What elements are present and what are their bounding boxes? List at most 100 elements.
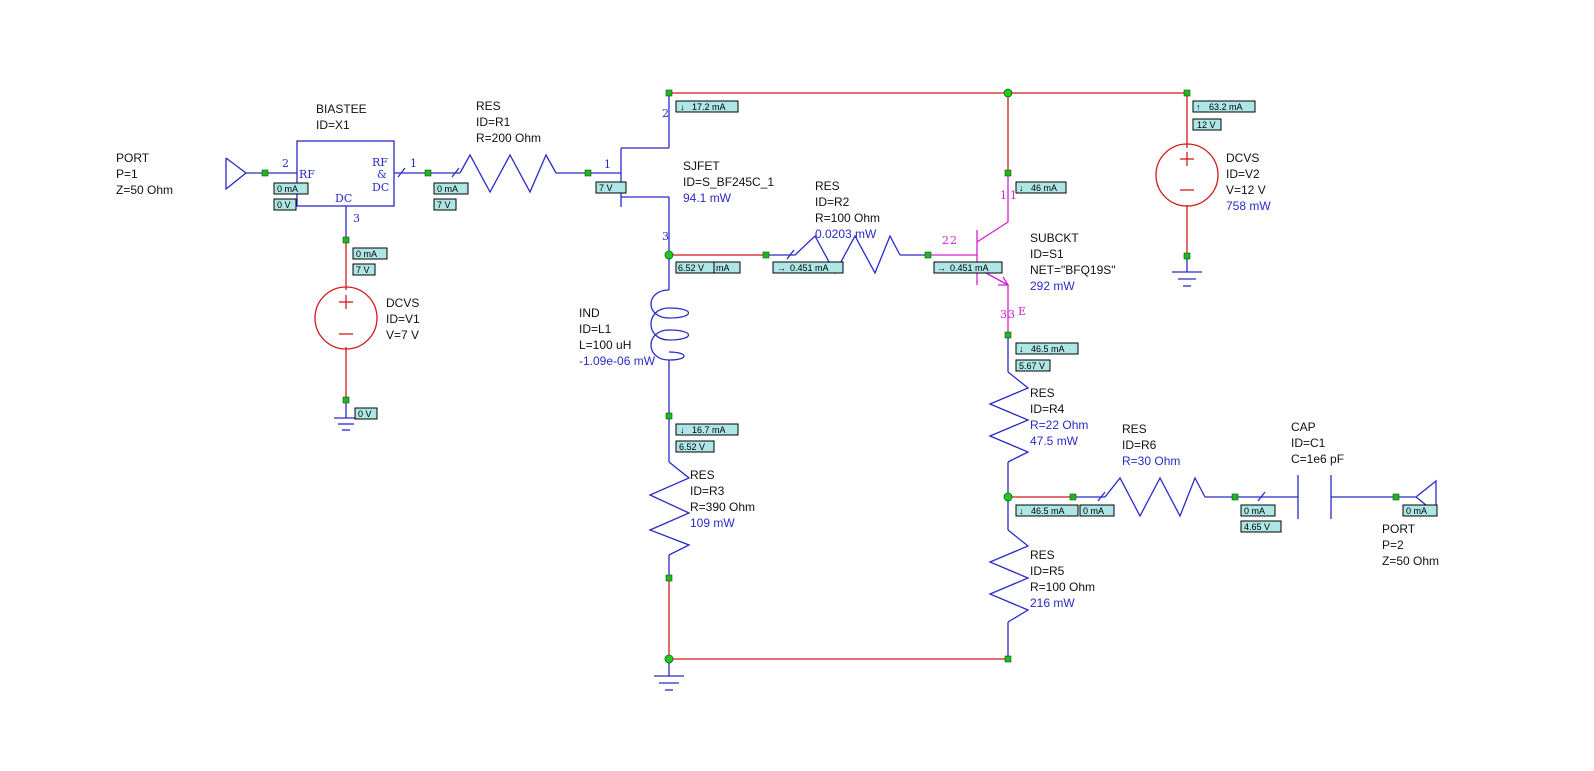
ann-x1-dc-i: 0 mA xyxy=(352,247,388,260)
svg-text:P=2: P=2 xyxy=(1382,538,1404,552)
svg-text:6.52 V: 6.52 V xyxy=(679,442,705,452)
r4-symbol xyxy=(988,335,1030,497)
ann-p1-i: 0 mA xyxy=(273,182,309,195)
svg-text:L=100 uH: L=100 uH xyxy=(579,338,631,352)
v1-label: DCVS ID=V1 V=7 V xyxy=(386,296,420,342)
nodes xyxy=(261,88,1400,664)
jfet-pin-s: 3 xyxy=(662,230,669,243)
svg-text:V=7 V: V=7 V xyxy=(386,328,419,342)
svg-text:46.5 mA: 46.5 mA xyxy=(1031,344,1065,354)
svg-text:16.7 mA: 16.7 mA xyxy=(692,425,726,435)
svg-text:ID=V1: ID=V1 xyxy=(386,312,420,326)
svg-text:R=100 Ohm: R=100 Ohm xyxy=(1030,580,1095,594)
svg-text:758 mW: 758 mW xyxy=(1226,199,1271,213)
svg-text:↑: ↑ xyxy=(1196,102,1201,112)
svg-text:0 V: 0 V xyxy=(358,409,372,419)
biastee-symbol xyxy=(265,140,428,240)
svg-text:→: → xyxy=(777,263,786,273)
subckt-label: SUBCKT ID=S1 NET="BFQ19S" 292 mW xyxy=(1030,231,1116,293)
svg-text:ID=L1: ID=L1 xyxy=(579,322,612,336)
svg-text:ID=R1: ID=R1 xyxy=(476,115,511,129)
q-pin-c2: 1 xyxy=(1010,189,1017,202)
component-labels: PORT P=1 Z=50 Ohm BIASTEE ID=X1 RES ID=R… xyxy=(116,99,1439,610)
port1-symbol xyxy=(225,157,265,191)
ann-r6-i: 0 mA xyxy=(1079,504,1115,517)
svg-text:DCVS: DCVS xyxy=(1226,151,1259,165)
svg-text:IND: IND xyxy=(579,306,600,320)
svg-text:ID=C1: ID=C1 xyxy=(1291,436,1326,450)
ann-v2-i: ↑63.2 mA xyxy=(1192,100,1256,113)
r2-symbol xyxy=(766,234,928,275)
svg-text:7 V: 7 V xyxy=(437,200,451,210)
q-pin-b2: 2 xyxy=(950,234,957,247)
svg-text:0 V: 0 V xyxy=(277,200,291,210)
biastee-pin-dc: DC xyxy=(335,192,352,205)
biastee-pin-2: 2 xyxy=(282,157,289,170)
svg-text:4.65 V: 4.65 V xyxy=(1244,522,1270,532)
svg-text:RES: RES xyxy=(815,179,840,193)
svg-text:Z=50 Ohm: Z=50 Ohm xyxy=(116,183,173,197)
r6-symbol xyxy=(1073,476,1235,518)
svg-text:Z=50 Ohm: Z=50 Ohm xyxy=(1382,554,1439,568)
svg-text:ID=R6: ID=R6 xyxy=(1122,438,1157,452)
ann-q-b-i: →0.451 mA xyxy=(933,261,1003,274)
svg-text:V=12 V: V=12 V xyxy=(1226,183,1266,197)
ann-l1-v: 6.52 V xyxy=(675,440,715,453)
ann-q-c-i: ↓46 mA xyxy=(1015,181,1067,194)
dcvs-v1-symbol xyxy=(314,286,378,350)
ann-q-e-i: ↓ 46.5 mA xyxy=(1015,342,1079,355)
port2-label: PORT P=2 Z=50 Ohm xyxy=(1382,522,1439,568)
svg-text:RES: RES xyxy=(690,468,715,482)
svg-text:R=390 Ohm: R=390 Ohm xyxy=(690,500,755,514)
annotations: 0 mA 0 V 0 mA 7 V 0 mA 7 V 0 V 7 V ↓17.2… xyxy=(273,100,1438,533)
svg-text:R=30 Ohm: R=30 Ohm xyxy=(1122,454,1180,468)
r1-symbol xyxy=(428,153,588,194)
l1-symbol xyxy=(650,255,690,416)
svg-text:0.451 mA: 0.451 mA xyxy=(790,263,829,273)
svg-text:RES: RES xyxy=(1030,386,1055,400)
jfet-pin-d: 2 xyxy=(662,107,669,120)
ann-r5-i: ↓46.5 mA xyxy=(1015,504,1079,517)
ground-v2 xyxy=(1172,256,1202,287)
svg-text:ID=R5: ID=R5 xyxy=(1030,564,1065,578)
l1-label: IND ID=L1 L=100 uH -1.09e-06 mW xyxy=(579,306,656,368)
svg-text:P=1: P=1 xyxy=(116,167,138,181)
ann-c1-i: 0 mA xyxy=(1240,504,1276,517)
svg-text:RES: RES xyxy=(476,99,501,113)
svg-text:CAP: CAP xyxy=(1291,420,1316,434)
svg-text:6.52 V: 6.52 V xyxy=(678,263,704,273)
biastee-pin-1: 1 xyxy=(410,157,417,170)
svg-text:mA: mA xyxy=(716,263,730,273)
svg-text:47.5 mW: 47.5 mW xyxy=(1030,434,1079,448)
svg-text:RES: RES xyxy=(1030,548,1055,562)
svg-text:5.67 V: 5.67 V xyxy=(1019,361,1045,371)
c1-label: CAP ID=C1 C=1e6 pF xyxy=(1291,420,1344,466)
subckt-symbol xyxy=(928,173,1010,335)
svg-text:DCVS: DCVS xyxy=(386,296,419,310)
svg-text:0 mA: 0 mA xyxy=(1083,506,1104,516)
ann-v2-v: 12 V xyxy=(1192,118,1222,131)
biastee-pin-rf: RF xyxy=(299,168,315,181)
q-pin-e-label: E xyxy=(1018,305,1026,318)
svg-text:ID=S_BF245C_1: ID=S_BF245C_1 xyxy=(683,175,774,189)
r5-symbol xyxy=(988,497,1030,659)
q-pin-b1: 2 xyxy=(942,234,949,247)
svg-text:↓: ↓ xyxy=(1019,183,1024,193)
svg-text:-1.09e-06 mW: -1.09e-06 mW xyxy=(579,354,656,368)
ann-r2-i: → 0.451 mA xyxy=(772,261,844,274)
r4-label: RES ID=R4 R=22 Ohm 47.5 mW xyxy=(1030,386,1088,448)
v1-polarity xyxy=(339,295,353,335)
svg-text:12 V: 12 V xyxy=(1197,120,1216,130)
svg-text:↓: ↓ xyxy=(1019,344,1024,354)
biastee-pin-amp: & xyxy=(377,168,387,181)
svg-text:ID=R2: ID=R2 xyxy=(815,195,850,209)
ann-x1-dc-v: 7 V xyxy=(352,263,376,276)
svg-text:292 mW: 292 mW xyxy=(1030,279,1075,293)
ann-p1-v: 0 V xyxy=(273,198,297,211)
svg-text:0.451 mA: 0.451 mA xyxy=(950,263,989,273)
r5-label: RES ID=R5 R=100 Ohm 216 mW xyxy=(1030,548,1095,610)
svg-text:0 mA: 0 mA xyxy=(437,184,458,194)
ground-v1 xyxy=(334,400,358,431)
dcvs-v2-symbol xyxy=(1155,143,1219,207)
